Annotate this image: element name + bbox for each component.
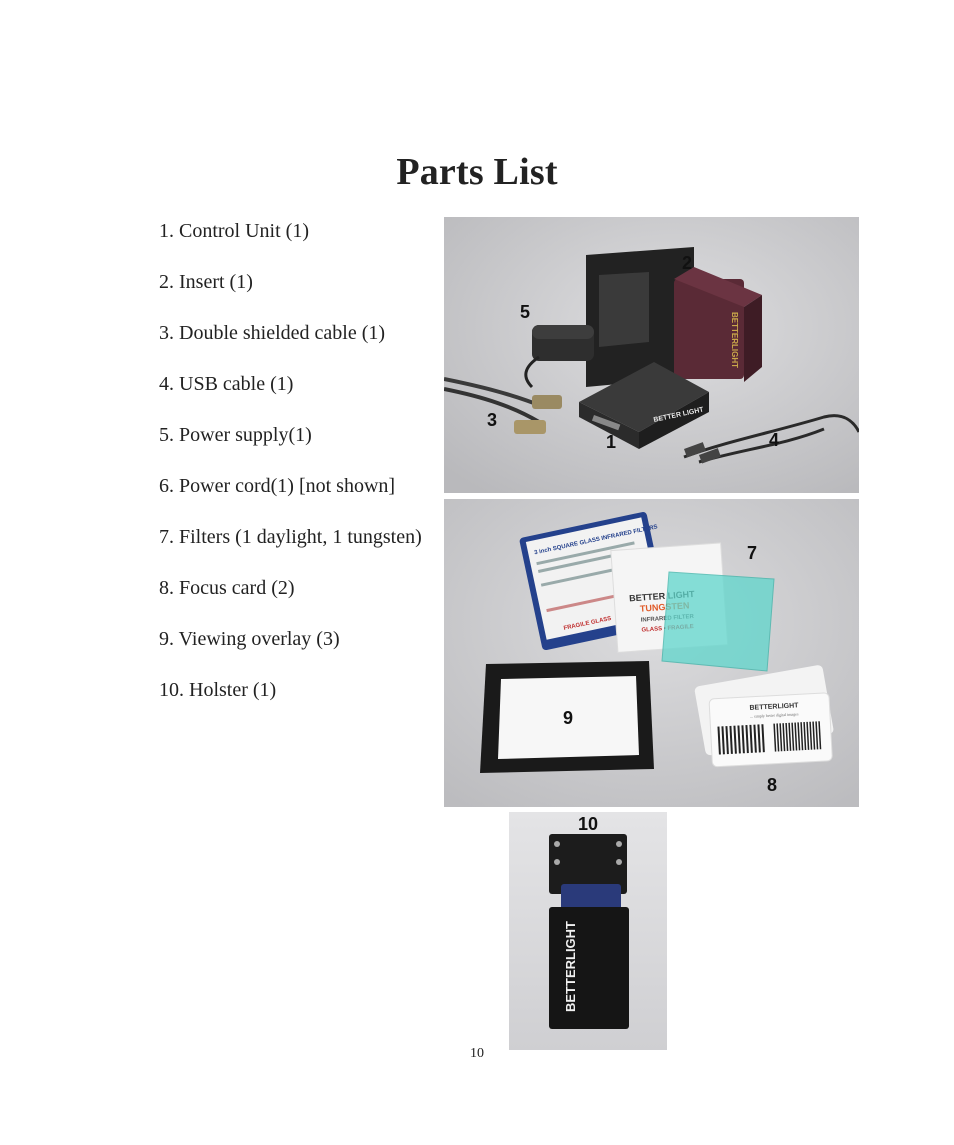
focus-card-tagline: ... simply better digital images	[750, 711, 799, 719]
viewing-overlay	[480, 661, 654, 773]
label-7: 7	[747, 543, 757, 563]
power-supply-device	[524, 325, 594, 389]
part-item-usb-cable: 4. USB cable (1)	[159, 373, 294, 395]
label-4: 4	[769, 430, 779, 450]
label-2: 2	[682, 253, 692, 273]
part-item-control-unit: 1. Control Unit (1)	[159, 220, 309, 242]
label-5: 5	[520, 302, 530, 322]
focus-card-brand: BETTERLIGHT	[749, 702, 799, 712]
part-item-holster: 10. Holster (1)	[159, 679, 277, 701]
parts-list: 1. Control Unit (1) 2. Insert (1) 3. Dou…	[159, 216, 422, 726]
part-item-power-cord: 6. Power cord(1) [not shown]	[159, 475, 396, 497]
holster-item: BETTERLIGHT	[549, 834, 629, 1029]
part-item-filters: 7. Filters (1 daylight, 1 tungsten)	[159, 526, 422, 548]
glass-filter	[661, 571, 775, 672]
part-item-viewing-overlay: 9. Viewing overlay (3)	[159, 628, 340, 650]
holster-brand-text: BETTERLIGHT	[563, 921, 578, 1012]
label-1: 1	[606, 432, 616, 452]
focus-cards: BETTERLIGHT ... simply better digital im…	[694, 665, 834, 768]
part-item-focus-card: 8. Focus card (2)	[159, 577, 295, 599]
control-unit-device: BETTER LIGHT	[579, 362, 709, 449]
label-9: 9	[563, 708, 573, 728]
photo-accessories: 3 inch SQUARE GLASS INFRARED FILTERS FRA…	[444, 499, 859, 807]
usb-cable	[683, 414, 859, 464]
page-number: 10	[470, 1046, 484, 1061]
photo-control-unit-set: BETTERLIGHT BETTER LIGHT	[444, 217, 859, 493]
shielded-cable	[444, 377, 562, 434]
label-3: 3	[487, 410, 497, 430]
label-10: 10	[578, 814, 598, 834]
part-item-insert: 2. Insert (1)	[159, 271, 253, 293]
label-8: 8	[767, 775, 777, 795]
part-item-cable: 3. Double shielded cable (1)	[159, 322, 386, 344]
page-title: Parts List	[396, 151, 558, 193]
part-item-power-supply: 5. Power supply(1)	[159, 424, 312, 446]
photo-holster: BETTERLIGHT 10	[509, 812, 667, 1050]
insert-brand-text: BETTERLIGHT	[730, 312, 739, 368]
insert-device: BETTERLIGHT	[586, 247, 762, 387]
